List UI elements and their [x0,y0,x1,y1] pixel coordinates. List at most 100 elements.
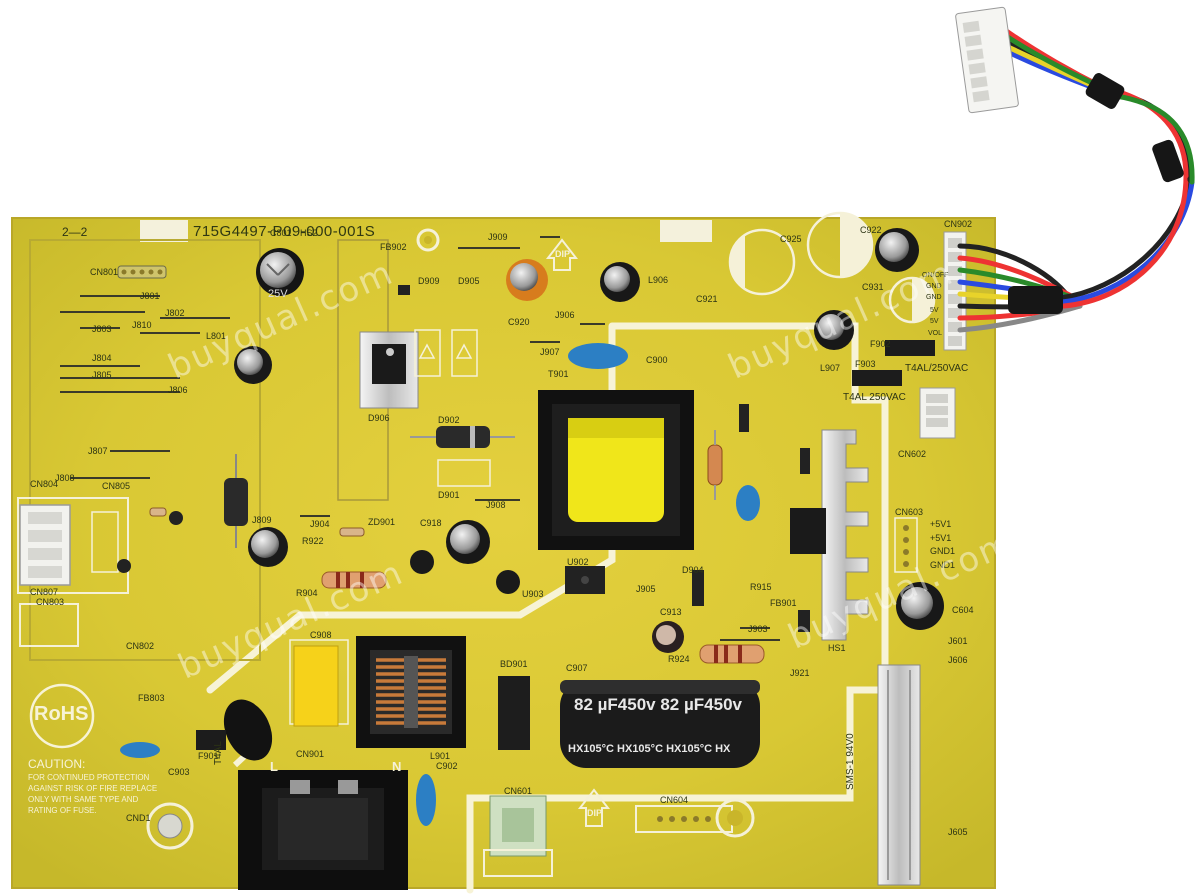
ref-designator: CN801 [90,267,119,277]
ref-designator: C921 [696,294,718,304]
ref-designator: CND1 [126,813,151,823]
ref-designator: D901 [438,490,460,500]
rohs-logo-ring [29,683,95,749]
ref-designator: CN602 [898,449,927,459]
ref-designator: J904 [310,519,330,529]
resistor-r924 [699,644,765,664]
fuse-rating-main: T4AL/250VAC [905,363,969,374]
flammability-rating: SMS-1 94V0 [845,733,856,790]
line-label: L [270,759,278,774]
output-pin-label: VOL [928,330,943,337]
ref-designator: J810 [132,320,152,330]
resistor [149,507,167,517]
ref-designator: R922 [302,536,324,546]
mosfet [790,508,826,554]
dip-label: DIP [587,808,603,818]
harness-tape [1085,73,1125,109]
transistor [410,550,434,574]
ref-designator: C907 [566,663,588,673]
ref-designator: CN603 [895,507,924,517]
rohs-text: RoHS [34,703,89,725]
harness-plug [955,6,1019,114]
fuse-f902 [885,340,935,356]
ref-designator: J803 [92,324,112,334]
ref-designator: FB902 [380,242,407,252]
ref-designator: J907 [540,347,560,357]
ref-designator: J804 [92,353,112,363]
capacitor-c908 [293,645,339,727]
ref-designator: F901 [198,751,219,761]
dip-marker [545,238,611,827]
ref-designator: J809 [252,515,272,525]
ref-designator: C931 [862,282,884,292]
output-pin-label: ON/OFF [922,272,949,279]
caution-line: RATING OF FUSE. [28,806,97,815]
pin-label: GND1 [930,546,956,556]
ref-designator: J903 [748,624,768,634]
capacitor-c902 [416,774,436,826]
ref-designator: L907 [820,363,841,373]
ref-designator: L906 [648,275,669,285]
connector-outline [17,497,129,594]
ref-designator: CN601 [504,786,533,796]
board-part-number: 715G4497-P09-000-001S [193,223,376,240]
neutral-label: N [392,759,402,774]
pin-label: GND1 [930,560,956,570]
diode-d801 [224,478,248,526]
fuse-rating-secondary: T4AL 250VAC [843,392,906,403]
ref-designator: C920 [508,317,530,327]
ref-designator: CN807 [30,587,59,597]
ref-designator: D905 [458,276,480,286]
mounting-hole [416,228,440,252]
jumper-group [60,236,780,641]
heatsink-hs1 [821,429,869,641]
ref-designator: J909 [488,232,508,242]
ref-designator: R915 [750,582,772,592]
label-patch [140,220,188,242]
ref-designator: CN902 [944,219,973,229]
ref-designator: F902 [870,339,891,349]
ref-designator: L801 [206,331,227,341]
transistor [117,559,131,573]
ref-designator: CN804 [30,479,59,489]
mounting-hole [715,798,755,838]
ref-designator: D902 [438,415,460,425]
ref-designator: CN803 [36,597,65,607]
diode-d907 [800,448,810,474]
ref-designator: J808 [55,473,75,483]
ref-designator: J908 [486,500,506,510]
big-cap-rating: 82 µF450v 82 µF450v [574,695,742,714]
ref-designator: C801 [270,228,292,238]
ref-designator: J606 [948,655,968,665]
capacitor-c900 [568,343,628,369]
pin-label: +5V1 [930,533,952,543]
trace-outline [29,239,261,661]
output-pin-label: 5V [930,318,939,325]
ref-designator: J807 [88,446,108,456]
ref-designator: T901 [548,369,569,379]
diode-d909 [398,285,410,295]
resistor [707,444,723,486]
ref-designator: J906 [555,310,575,320]
heatsink-u601 [877,664,921,886]
connector-cn603 [894,517,918,573]
ref-designator: J605 [948,827,968,837]
fuse-f903 [852,370,902,386]
ref-designator: J802 [165,308,185,318]
ref-designator: J805 [92,370,112,380]
ref-designator: C913 [660,607,682,617]
ref-designator: CN901 [296,749,325,759]
diode-d902 [436,426,490,448]
ref-designator: D909 [418,276,440,286]
caution-line: AGAINST RISK OF FIRE REPLACE [28,784,158,793]
diode-d904 [692,570,704,606]
ref-designator: J905 [636,584,656,594]
ref-designator: C604 [952,605,974,615]
output-pin-label: 5V [930,307,939,314]
board-marker: 2—2 [62,225,88,239]
ref-designator: R924 [668,654,690,664]
caution-title: CAUTION: [28,757,86,771]
pin-label: +5V1 [930,519,952,529]
capacitor-c907 [560,680,760,768]
